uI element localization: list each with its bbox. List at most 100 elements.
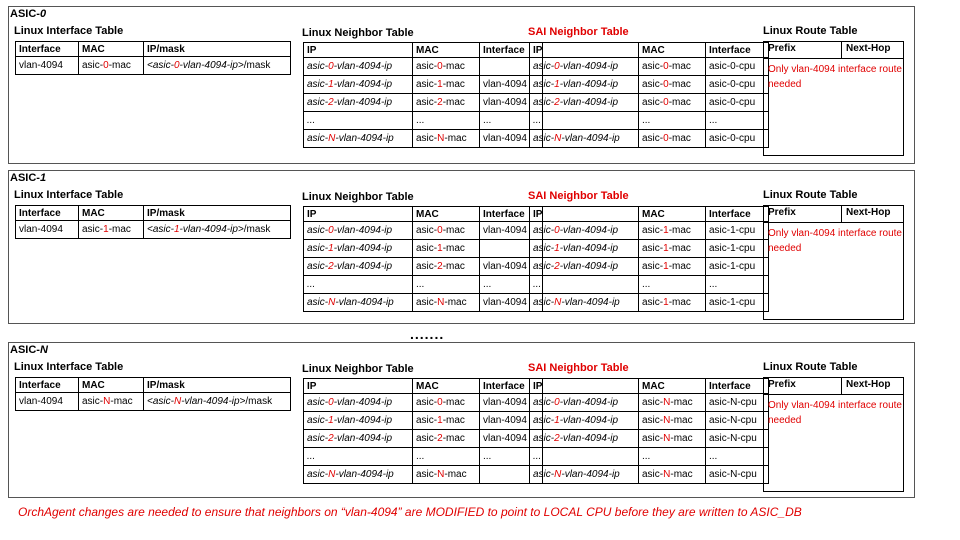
- value-suffix: -vlan-4094-ip>: [179, 224, 244, 235]
- asic-panel: ASIC-1: [8, 170, 915, 324]
- compound-value: asic-1-mac: [82, 224, 131, 235]
- value-index: 1: [663, 261, 669, 272]
- value-prefix: asic-: [82, 224, 104, 235]
- value-suffix: -mac: [108, 224, 131, 235]
- value-index: N: [103, 396, 111, 407]
- value-prefix: asic-: [533, 243, 555, 254]
- interface-table-title: Linux Interface Table: [14, 25, 124, 37]
- value-suffix: -mac: [444, 469, 467, 480]
- ip-cell: ...: [529, 447, 639, 466]
- value-prefix: asic-: [416, 225, 438, 236]
- value-prefix: asic-: [416, 79, 438, 90]
- value-suffix: -mac: [670, 433, 693, 444]
- value-index: N: [173, 396, 182, 407]
- compound-value: asic-N-mac: [416, 133, 467, 144]
- ip-cell: asic-N-vlan-4094-ip: [303, 293, 413, 312]
- value-index: 1: [554, 79, 560, 90]
- mac-cell: asic-1-mac: [412, 75, 480, 94]
- ip-cell: asic-0-vlan-4094-ip: [303, 57, 413, 76]
- compound-value: asic-1-mac: [416, 243, 465, 254]
- value-prefix: asic-: [533, 433, 555, 444]
- value-suffix: -vlan-4094-ip: [333, 79, 393, 90]
- value-index: 1: [437, 415, 443, 426]
- asic-label-prefix: ASIC-: [10, 8, 40, 20]
- ip-cell: asic-1-vlan-4094-ip: [529, 239, 639, 258]
- compound-value: asic-0-mac: [416, 61, 465, 72]
- compound-value: ...: [307, 279, 315, 290]
- ip-cell: asic-1-vlan-4094-ip: [303, 75, 413, 94]
- ip-cell: ...: [303, 275, 413, 294]
- route-table-title: Linux Route Table: [763, 25, 858, 37]
- compound-value: asic-0-vlan-4094-ip: [307, 225, 392, 236]
- mac-cell: ...: [412, 447, 480, 466]
- interface-cell: vlan-4094: [15, 56, 79, 75]
- asic-label: ASIC-0: [10, 8, 46, 20]
- mask-suffix: /mask: [243, 224, 271, 235]
- compound-value: asic-1-mac: [416, 415, 465, 426]
- compound-value: ...: [307, 115, 315, 126]
- mac-cell: ...: [638, 275, 706, 294]
- value-prefix: asic-: [642, 415, 664, 426]
- table-header-cell: MAC: [638, 206, 706, 222]
- table-header-cell: IP: [303, 42, 413, 58]
- mac-cell: ...: [412, 275, 480, 294]
- value-prefix: asic-: [416, 297, 438, 308]
- value-suffix: -mac: [668, 133, 691, 144]
- value-index: 1: [103, 224, 109, 235]
- value-prefix: <asic-: [147, 224, 174, 235]
- mac-cell: asic-0-mac: [638, 93, 706, 112]
- sai-table-title: SAI Neighbor Table: [528, 190, 629, 202]
- route-note: Only vlan-4094 interface route needed: [768, 228, 902, 254]
- value-index: 2: [437, 261, 443, 272]
- interface-cell: asic-1-cpu: [705, 239, 769, 258]
- compound-value: ...: [307, 451, 315, 462]
- value-index: 0: [328, 225, 334, 236]
- value-suffix: -mac: [442, 433, 465, 444]
- next-hop-header: Next-Hop: [846, 379, 891, 390]
- table-header-cell: MAC: [412, 378, 480, 394]
- value-prefix: asic-: [307, 261, 329, 272]
- interface-cell: asic-0-cpu: [705, 57, 769, 76]
- mac-cell: asic-0-mac: [412, 221, 480, 240]
- mask-suffix: /mask: [245, 396, 273, 407]
- value-prefix: ...: [533, 279, 542, 290]
- interface-cell: asic-N-cpu: [705, 411, 769, 430]
- compound-value: asic-N-mac: [82, 396, 133, 407]
- value-suffix: -vlan-4094-ip: [333, 415, 393, 426]
- prefix-header: Prefix: [764, 42, 842, 58]
- table-header-cell: Interface: [705, 42, 769, 58]
- value-prefix: ...: [416, 451, 425, 462]
- value-prefix: asic-: [416, 61, 438, 72]
- value-prefix: ...: [307, 451, 316, 462]
- value-prefix: ...: [416, 115, 425, 126]
- ip-cell: asic-0-vlan-4094-ip: [529, 393, 639, 412]
- mac-cell: asic-2-mac: [412, 257, 480, 276]
- interface-cell: vlan-4094: [479, 293, 543, 312]
- value-index: 1: [663, 243, 669, 254]
- compound-value: ...: [416, 279, 424, 290]
- value-suffix: -mac: [442, 61, 465, 72]
- value-index: 1: [328, 243, 334, 254]
- compound-value: ...: [642, 451, 650, 462]
- value-index: 2: [554, 433, 560, 444]
- value-suffix: -vlan-4094-ip: [561, 297, 620, 308]
- compound-value: asic-1-vlan-4094-ip: [307, 79, 392, 90]
- ip-cell: asic-1-vlan-4094-ip: [303, 239, 413, 258]
- mac-cell: asic-N-mac: [638, 429, 706, 448]
- interface-cell: ...: [705, 111, 769, 130]
- interface-cell: asic-0-cpu: [705, 75, 769, 94]
- ip-cell: asic-1-vlan-4094-ip: [303, 411, 413, 430]
- value-prefix: asic-: [416, 97, 438, 108]
